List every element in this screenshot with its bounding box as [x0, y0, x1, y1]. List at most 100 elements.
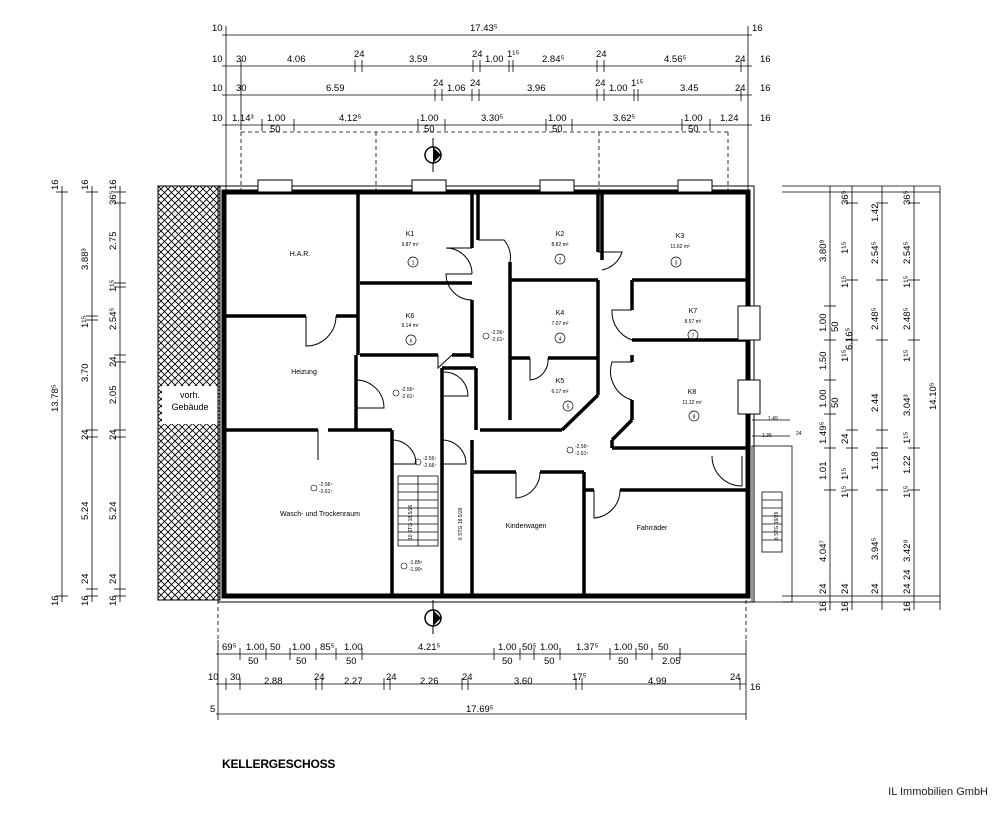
- dim-label: 24: [596, 49, 607, 60]
- dim-label: 24: [108, 429, 119, 440]
- top-dimension-lines: [222, 26, 752, 190]
- dim-label: 3.30⁵: [481, 113, 503, 124]
- room-number-circle: [562, 400, 574, 412]
- dim-label: 17⁵: [572, 672, 587, 683]
- dim-label: 50: [296, 656, 307, 667]
- room-k3-area: 11.62 m²: [670, 244, 690, 250]
- dim-label: 1.00: [540, 642, 559, 653]
- room-number-circle: [688, 410, 700, 422]
- dim-label: 1.00: [344, 642, 363, 653]
- room-k7-name: K7: [689, 308, 698, 315]
- dim-label: 50: [830, 397, 841, 408]
- dim-label: 16: [50, 179, 61, 190]
- room-k1-area: 9.87 m²: [402, 242, 419, 248]
- dim-label: 4.21⁵: [418, 642, 440, 653]
- dim-label: 10: [212, 23, 223, 34]
- dim-label: 36⁵: [902, 190, 913, 205]
- room-k3-number: 3: [675, 261, 678, 267]
- dim-label: 24: [902, 583, 913, 594]
- room-har: H.A.R.: [290, 251, 311, 258]
- dim-label: 1.00: [818, 390, 829, 409]
- room-number-circle: [405, 334, 417, 346]
- dim-label: 85⁵: [320, 642, 335, 653]
- dim-label: 1¹⁵: [902, 486, 913, 498]
- dim-label: 50: [502, 656, 513, 667]
- dim-label: 50: [346, 656, 357, 667]
- dim-label: 1.00: [498, 642, 517, 653]
- dim-label: 30: [230, 672, 241, 683]
- dim-label: 1¹⁵: [108, 280, 119, 292]
- dim-label: 4.04⁷: [818, 540, 829, 562]
- dim-label: 3.88³: [80, 248, 91, 270]
- room-kinderwagen: Kinderwagen: [506, 523, 547, 530]
- room-number-circle: [554, 332, 566, 344]
- dim-label: 6.16⁵: [844, 328, 855, 350]
- dim-label: 16: [108, 179, 119, 190]
- dim-label: 24: [354, 49, 365, 60]
- room-labels: H.A.R. K1 9.87 m² 1 K2 8.82 m² 2 K3 11.6…: [280, 231, 702, 532]
- level-marker: -2.56⁷-2.66⁷: [414, 456, 436, 469]
- room-k5-name: K5: [556, 378, 565, 385]
- dim-label: 24: [433, 78, 444, 89]
- dim-label: 1.01: [818, 462, 829, 481]
- room-number-circle: [554, 253, 566, 265]
- dim-label: 4.06: [287, 54, 306, 65]
- dim-label: 50: [424, 124, 435, 135]
- dim-label: 10: [212, 54, 223, 65]
- dim-label: 16: [108, 595, 119, 606]
- dim-label: 1¹⁵: [902, 350, 913, 362]
- section-marker-bottom: [424, 600, 442, 634]
- dim-label: 1¹⁵: [631, 78, 643, 89]
- room-k7-area: 8.57 m²: [685, 319, 702, 325]
- dim-label: 2.27: [344, 676, 363, 687]
- dim-label: 2.54⁵: [902, 242, 913, 264]
- dim-label: 1.35: [762, 433, 772, 439]
- dim-label: 16: [902, 601, 913, 612]
- dim-label: 50: [270, 124, 281, 135]
- dim-label: 24: [108, 573, 119, 584]
- neighbor-label-line1: vorh.: [180, 390, 200, 400]
- svg-text:-2.56⁷: -2.56⁷: [575, 444, 588, 450]
- svg-text:-1.85⁵: -1.85⁵: [409, 560, 422, 566]
- dim-label: 1.00: [246, 642, 265, 653]
- dim-label: 10: [212, 83, 223, 94]
- svg-text:-2.61⁷: -2.61⁷: [575, 451, 588, 457]
- room-k5-area: 6.17 m²: [552, 389, 569, 395]
- dim-label: 24: [595, 78, 606, 89]
- dim-label: 3.60: [514, 676, 533, 687]
- plan-title: KELLERGESCHOSS: [222, 757, 336, 771]
- dim-label: 24: [840, 433, 851, 444]
- dim-label: 16: [760, 113, 771, 124]
- dim-label: 3.70: [80, 364, 91, 383]
- dim-label: 24: [735, 83, 746, 94]
- room-k6-area: 9.14 m²: [402, 323, 419, 329]
- dim-label: 24: [818, 583, 829, 594]
- dim-label: 1.00: [818, 314, 829, 333]
- dim-label: 1.37⁵: [576, 642, 598, 653]
- dim-label: 2.05: [108, 386, 119, 405]
- level-marker: -2.56⁷-2.61⁷: [566, 444, 588, 457]
- dim-label: 50: [270, 642, 281, 653]
- room-k4-area: 7.07 m²: [552, 321, 569, 327]
- dim-label: 2.84⁵: [542, 54, 564, 65]
- room-heizung: Heizung: [291, 369, 317, 376]
- dim-label: 2.48⁵: [902, 308, 913, 330]
- svg-text:-2.61⁷: -2.61⁷: [319, 489, 332, 495]
- room-k2-area: 8.82 m²: [552, 242, 569, 248]
- dim-label: 1.00: [614, 642, 633, 653]
- dim-label: 1¹⁵: [902, 276, 913, 288]
- dim-label: 1.00: [420, 113, 439, 124]
- dim-label: 4.99: [648, 676, 667, 687]
- left-dimension-lines: [56, 186, 126, 602]
- room-number-circle: [687, 329, 699, 341]
- dim-label: 69⁵: [222, 642, 237, 653]
- svg-text:-2.56⁷: -2.56⁷: [423, 456, 436, 462]
- dim-label: 1¹⁵: [840, 468, 851, 480]
- room-k8-name: K8: [688, 389, 697, 396]
- dim-label: 6.59: [326, 83, 345, 94]
- dim-label: 2.75: [108, 232, 119, 251]
- interior-walls: [226, 194, 746, 596]
- right-dimension-labels: 3.80⁸ 1.00 1.50 1.00 1.49⁵ 1.01 4.04⁷ 24…: [762, 190, 939, 612]
- neighbor-label-line2: Gebäude: [171, 402, 208, 412]
- room-k4-name: K4: [556, 310, 565, 317]
